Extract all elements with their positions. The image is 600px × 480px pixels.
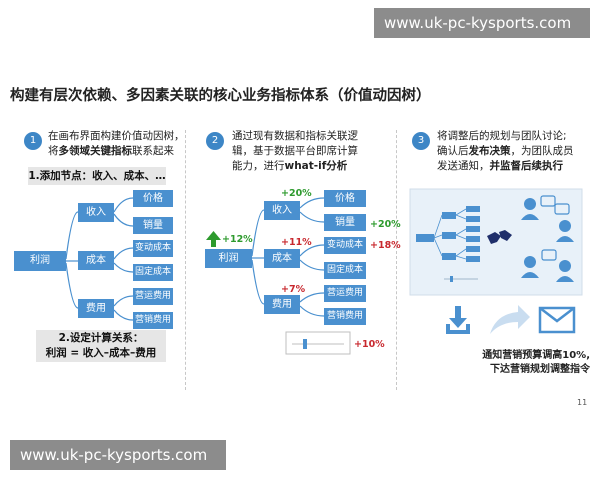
person-chat-icon [521,195,574,282]
tree1-node-price: 价格 [133,190,173,207]
handshake-icon [487,230,512,244]
ann-slider: +10% [354,339,385,350]
tree2-node-profit: 利润 [205,249,252,268]
tree1-node-income: 收入 [78,203,114,222]
tree1-node-cost: 成本 [78,251,114,270]
tree1-node-sales: 销量 [133,217,173,234]
calc-relation-label: 2.设定计算关系： 利润 = 收入–成本–费用 [36,330,166,362]
tree2-node-mkt-cost: 营销费用 [324,308,366,325]
page-title: 构建有层次依赖、多因素关联的核心业务指标体系（价值动因树） [10,88,431,104]
ann-cost: +11% [281,237,312,248]
step-1-badge: 1 [24,132,42,150]
tree2-node-price: 价格 [324,190,366,207]
tree2-node-var-cost: 变动成本 [324,237,366,254]
notice-text: 通知营销预算调高10%, 下达营销规划调整指令 [482,350,590,375]
step-1-description: 在画布界面构建价值动因树， 将多领域关键指标联系起来 [48,130,185,157]
tree1-node-expense: 费用 [78,299,114,318]
step-2-badge: 2 [206,132,224,150]
tree1-node-profit: 利润 [14,251,66,271]
tree2-node-sales: 销量 [324,214,366,231]
column-separator-2 [396,130,397,390]
watermark-top: www.uk-pc-kysports.com [374,8,590,38]
tree1-node-fixed-cost: 固定成本 [133,264,173,281]
tree2-node-fixed-cost: 固定成本 [324,262,366,279]
download-icon [446,306,470,334]
arrow-up-icon [206,231,221,247]
tree2-node-expense: 费用 [264,295,300,314]
tree2-node-cost: 成本 [264,249,300,268]
step-2-description: 通过现有数据和指标关联逻 辑，基于数据平台即席计算 能力，进行what-if分析 [232,130,358,172]
page-number: 11 [577,398,588,407]
column-separator-1 [185,130,186,390]
share-arrow-icon [490,305,530,334]
tree2-node-income: 收入 [264,201,300,220]
add-nodes-label: 1.添加节点：收入、成本、… [28,167,166,185]
ann-expense: +7% [281,284,306,295]
tree1-node-var-cost: 变动成本 [133,240,173,257]
step-3-description: 将调整后的规划与团队讨论; 确认后发布决策，为团队成员 发送通知，并监督后续执行 [437,130,574,172]
ann-var-cost: +18% [370,240,401,251]
tree1-node-ops-cost: 营运费用 [133,288,173,305]
envelope-icon [538,306,576,334]
tree1-node-mkt-cost: 营销费用 [133,312,173,329]
ann-profit: +12% [222,234,253,245]
watermark-bottom: www.uk-pc-kysports.com [10,440,226,470]
step-3-badge: 3 [412,132,430,150]
what-if-slider[interactable] [285,331,351,355]
ann-income: +20% [281,188,312,199]
tree2-node-ops-cost: 营运费用 [324,285,366,302]
ann-sales: +20% [370,219,401,230]
